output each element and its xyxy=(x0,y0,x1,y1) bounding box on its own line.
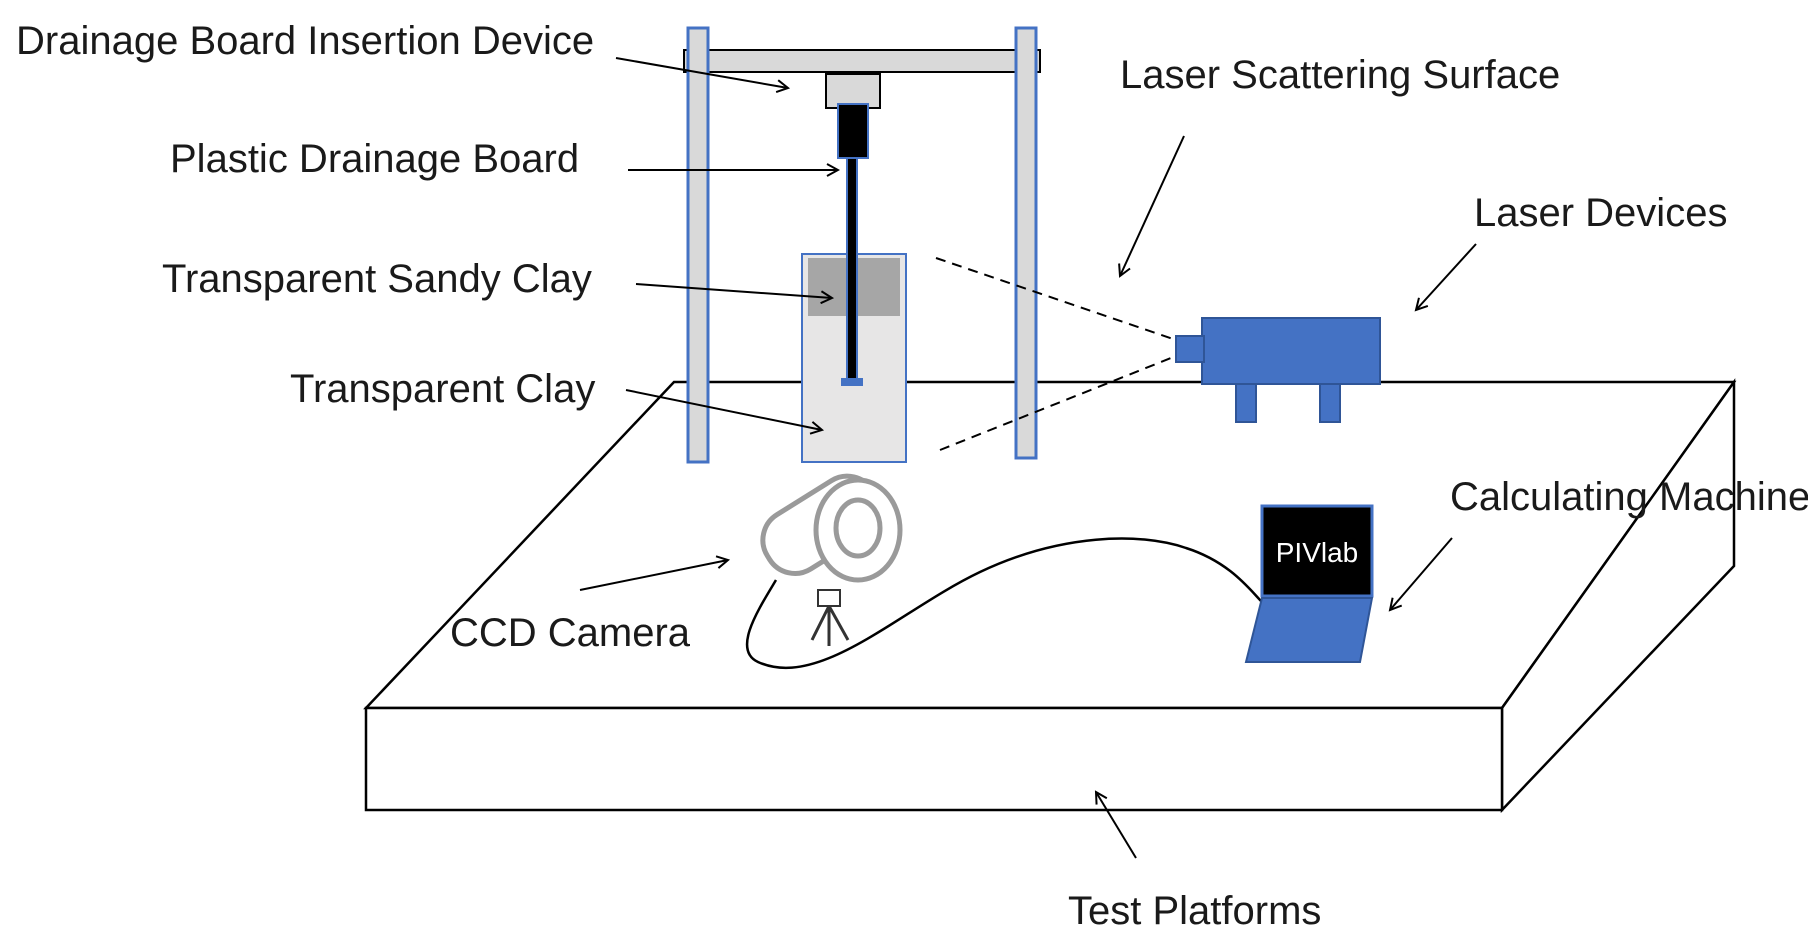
label-insertion-device: Drainage Board Insertion Device xyxy=(16,19,594,63)
ccd-camera xyxy=(760,473,903,646)
label-laser-devices: Laser Devices xyxy=(1474,191,1727,235)
laser-body xyxy=(1201,317,1381,385)
arrow-laser-devices xyxy=(1416,243,1477,310)
insertion-head xyxy=(825,73,881,109)
frame-top-beam xyxy=(683,49,1041,73)
drainage-board xyxy=(837,103,869,386)
test-platform xyxy=(363,378,1737,814)
insertion-frame xyxy=(683,26,1041,464)
laptop-screen-text: PIVlab xyxy=(1276,537,1359,568)
laser-leg-right xyxy=(1319,383,1341,423)
arrow-calculating-machine xyxy=(1390,537,1453,610)
laser-beam xyxy=(935,257,1177,451)
camera-cable xyxy=(745,537,1263,669)
laser-leg-left xyxy=(1235,383,1257,423)
arrow-clay xyxy=(625,389,822,430)
frame-right-post xyxy=(1014,26,1038,460)
laptop: PIVlab xyxy=(1244,504,1374,663)
board-clamp xyxy=(837,103,869,159)
platform-front xyxy=(364,706,1504,812)
label-ccd-camera: CCD Camera xyxy=(450,611,691,655)
arrow-laser-surface xyxy=(1120,135,1185,276)
labels: Drainage Board Insertion Device Plastic … xyxy=(16,19,1808,933)
camera-lens-inner xyxy=(833,497,883,559)
frame-left-post xyxy=(686,26,710,464)
board-shaft xyxy=(846,157,858,381)
label-test-platforms: Test Platforms xyxy=(1068,889,1321,933)
camera-tripod xyxy=(810,589,850,646)
arrow-ccd-camera xyxy=(579,560,728,591)
laptop-screen xyxy=(1260,504,1374,598)
arrow-test-platforms xyxy=(1096,792,1137,859)
label-laser-surface: Laser Scattering Surface xyxy=(1120,53,1560,97)
leader-arrows xyxy=(579,57,1477,859)
laptop-keyboard xyxy=(1244,597,1374,663)
laser-nozzle xyxy=(1175,335,1205,363)
arrow-insertion-device xyxy=(615,57,788,88)
label-calculating-machine: Calculating Machine xyxy=(1450,475,1808,519)
label-clay: Transparent Clay xyxy=(290,367,595,411)
platform-top xyxy=(363,380,1737,710)
laser-beam-lower xyxy=(939,355,1177,451)
laser-beam-upper xyxy=(935,257,1177,341)
laser-device xyxy=(1175,317,1381,423)
board-tip xyxy=(841,378,863,386)
label-plastic-board: Plastic Drainage Board xyxy=(170,137,579,181)
arrow-sandy-clay xyxy=(635,283,832,298)
label-sandy-clay: Transparent Sandy Clay xyxy=(162,257,592,301)
